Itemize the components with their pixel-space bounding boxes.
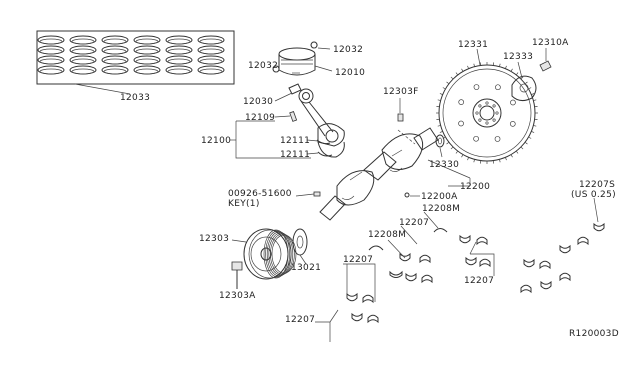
- crank-plug: [404, 192, 420, 198]
- label-crankshaft: 12200: [460, 182, 491, 192]
- label-main-bearing-c: 12207: [285, 315, 316, 325]
- label-piston: 12010: [335, 68, 366, 78]
- main-bearings: [346, 222, 605, 324]
- label-pulley: 12303: [199, 234, 230, 244]
- label-piston-pin-clip-right: 12032: [333, 45, 364, 55]
- label-flywheel: 12331: [458, 40, 489, 50]
- label-key-note: KEY(1): [228, 199, 260, 209]
- label-pilot-bushing: 12330: [429, 160, 460, 170]
- label-piston-ring-set: 12033: [120, 93, 151, 103]
- piston-ring-set: [36, 30, 235, 95]
- crank-key: [295, 191, 321, 197]
- label-crank-sprocket: 13021: [291, 263, 322, 273]
- label-main-bearing-b: 12207: [343, 255, 374, 265]
- diagram-code: R120003D: [569, 329, 619, 339]
- label-flywheel-plate: 12333: [503, 52, 534, 62]
- piston-pin: [274, 83, 302, 102]
- label-pulley-bolt: 12303A: [219, 291, 256, 301]
- label-conrod-bearing-upper: 12111: [280, 136, 311, 146]
- label-conrod-assy: 12100: [201, 136, 232, 146]
- piston-pin-clips: [272, 41, 331, 73]
- flywheel-plate: [511, 61, 537, 102]
- label-main-bearing-a: 12207: [399, 218, 430, 228]
- label-piston-pin-clip-left: 12032: [248, 61, 279, 71]
- label-thrust-bearing-a: 12208M: [368, 230, 407, 240]
- label-key-part: 00926-51600: [228, 189, 292, 199]
- label-us-note: (US 0.25): [571, 190, 616, 200]
- pulley-bolt: [231, 261, 243, 289]
- piston: [278, 47, 333, 76]
- bearing-leader-lines: [315, 197, 599, 342]
- label-crank-dowel: 12303F: [383, 87, 419, 97]
- crank-dowel: [397, 98, 416, 145]
- crank-sprocket: [292, 228, 308, 265]
- connecting-rod: [274, 88, 345, 158]
- label-conrod-bolt: 12109: [245, 113, 276, 123]
- conrod-assy-bracket: [230, 120, 319, 159]
- label-main-bearing-us: 12207S: [579, 180, 616, 190]
- label-piston-pin: 12030: [243, 97, 274, 107]
- flywheel: [436, 48, 538, 164]
- label-conrod-bearing-lower: 12111: [280, 150, 311, 160]
- flywheel-bolt: [539, 48, 552, 72]
- label-crank-plug: 12200A: [421, 192, 458, 202]
- crankshaft: [319, 127, 471, 221]
- label-main-bearing-d: 12207: [464, 276, 495, 286]
- label-flywheel-bolt: 12310A: [532, 38, 569, 48]
- label-thrust-bearing-b: 12208M: [422, 204, 461, 214]
- crank-pulley: [231, 228, 297, 280]
